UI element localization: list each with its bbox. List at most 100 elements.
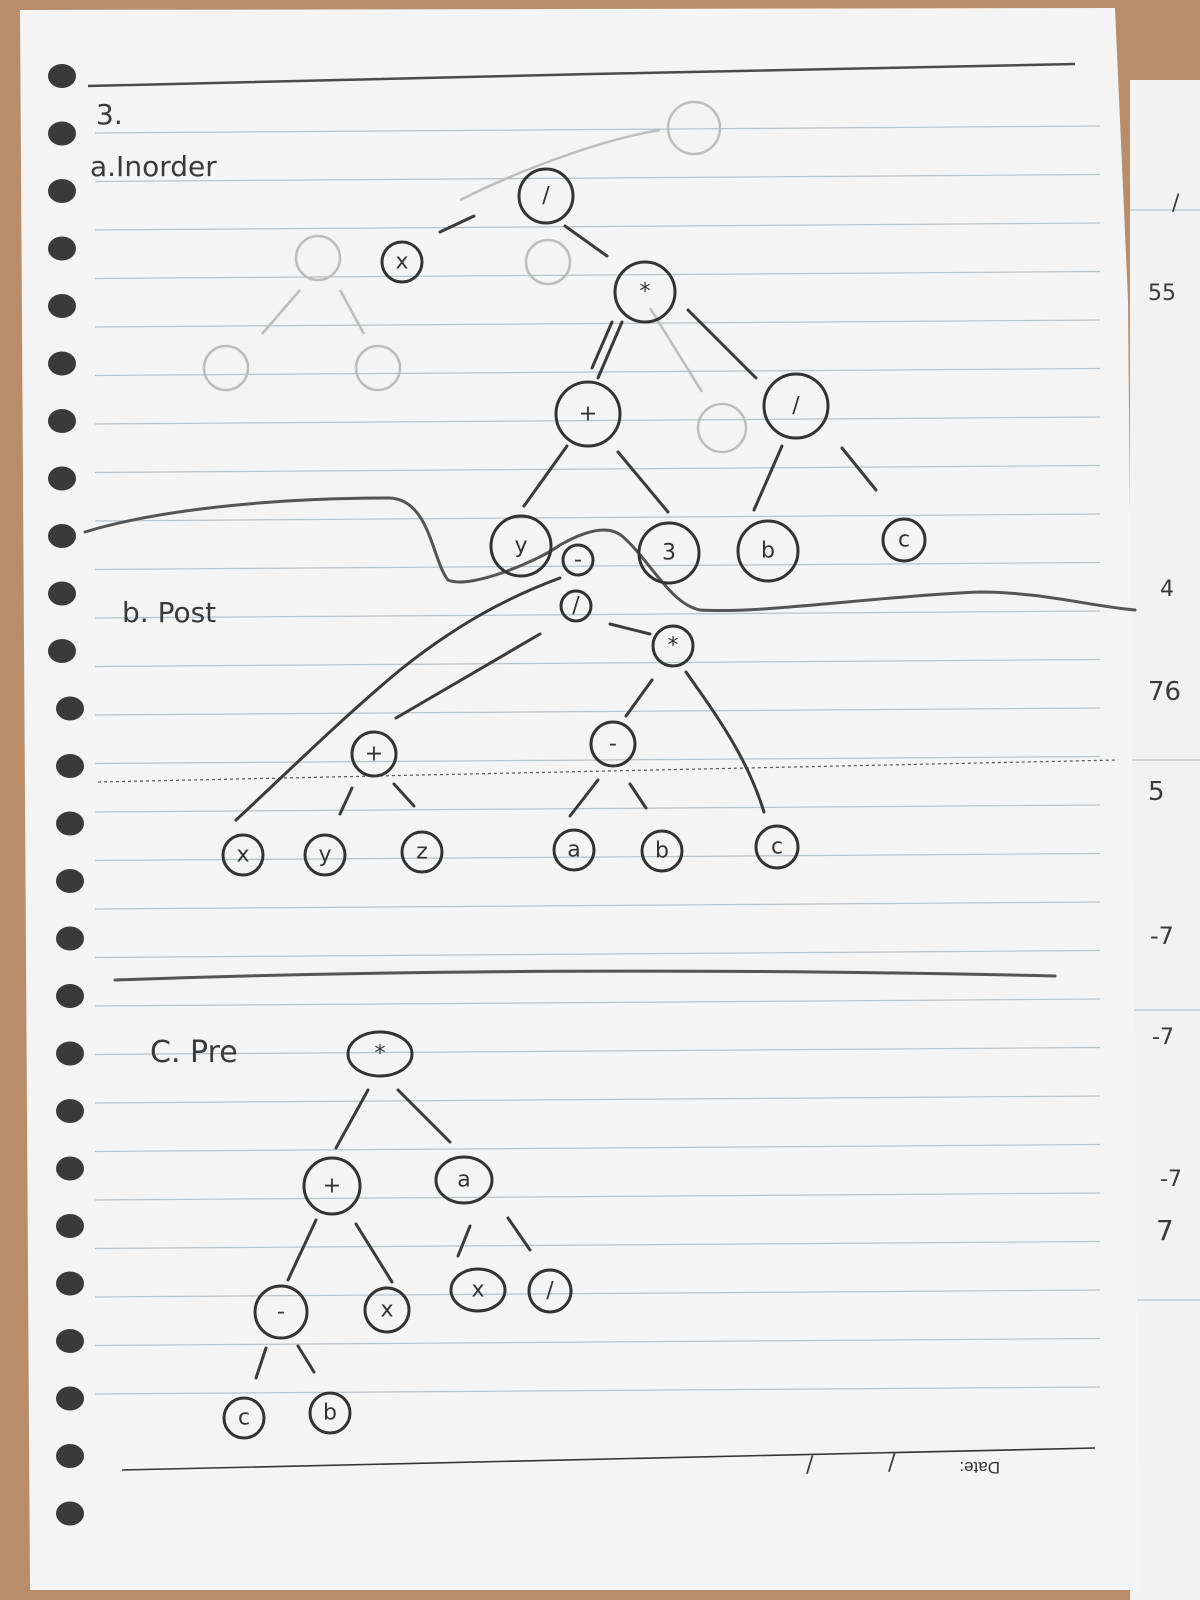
svg-text:c: c bbox=[771, 835, 783, 860]
binding-hole bbox=[56, 869, 84, 893]
svg-text:/: / bbox=[542, 184, 550, 209]
node-b: b bbox=[308, 1391, 352, 1435]
node-3: 3 bbox=[637, 521, 701, 585]
svg-text:x: x bbox=[471, 1278, 484, 1303]
node-b: b bbox=[640, 829, 684, 873]
binding-hole bbox=[56, 1099, 84, 1123]
margin-scribble: -7 bbox=[1160, 1167, 1182, 1192]
svg-text:y: y bbox=[514, 534, 527, 559]
tree-b: - / * + - x y z a b c bbox=[221, 543, 800, 877]
date-slash: / bbox=[806, 1453, 814, 1478]
footer-rule bbox=[121, 1447, 1096, 1471]
node-minus: - bbox=[253, 1284, 309, 1340]
node-a: a bbox=[552, 828, 596, 872]
binding-hole bbox=[48, 409, 76, 433]
svg-text:*: * bbox=[375, 1042, 386, 1067]
binding-hole bbox=[56, 1386, 84, 1411]
ruled-line bbox=[94, 464, 1101, 474]
svg-text:a: a bbox=[567, 838, 580, 863]
tree-a: / x * + / y 3 b c bbox=[380, 167, 927, 585]
svg-text:+: + bbox=[365, 742, 383, 767]
date-label: Date: bbox=[959, 1458, 1000, 1477]
binding-hole bbox=[48, 64, 76, 88]
ruled-line bbox=[94, 367, 1101, 377]
node-plus: + bbox=[554, 380, 622, 448]
binding-hole bbox=[56, 1271, 84, 1296]
svg-text:b: b bbox=[761, 539, 775, 564]
binding-hole bbox=[48, 581, 76, 606]
node-a: a bbox=[434, 1155, 494, 1205]
ruled-line bbox=[94, 416, 1101, 425]
binding-hole bbox=[56, 1501, 84, 1526]
margin-scribble: 4 bbox=[1160, 577, 1174, 602]
binding-hole bbox=[56, 696, 84, 721]
ruled-line bbox=[94, 1095, 1101, 1104]
svg-text:/: / bbox=[572, 594, 580, 619]
date-field: Date: bbox=[959, 1458, 1000, 1477]
section-divider-rule bbox=[113, 969, 1057, 982]
binding-hole bbox=[48, 524, 76, 548]
node-minus-top: - bbox=[561, 543, 595, 577]
svg-text:z: z bbox=[416, 840, 428, 865]
node-minus: - bbox=[589, 720, 637, 768]
ruled-lines bbox=[94, 125, 1101, 1395]
margin-scribble: / bbox=[1172, 191, 1180, 216]
ruled-line bbox=[94, 561, 1101, 571]
node-plus: + bbox=[350, 730, 398, 778]
svg-text:b: b bbox=[655, 839, 669, 864]
binding-hole bbox=[56, 984, 84, 1008]
node-slash: / bbox=[559, 589, 593, 623]
svg-text:y: y bbox=[318, 843, 331, 868]
ruled-line bbox=[94, 804, 1101, 813]
svg-text:-: - bbox=[609, 732, 617, 757]
binding-hole bbox=[56, 754, 84, 778]
ruled-line bbox=[94, 658, 1101, 668]
svg-text:*: * bbox=[640, 280, 651, 305]
margin-scribble: 76 bbox=[1148, 677, 1181, 707]
node-y: y bbox=[489, 514, 553, 578]
ruled-line bbox=[94, 173, 1101, 183]
node-x2: x bbox=[449, 1267, 507, 1313]
ruled-line bbox=[94, 319, 1101, 328]
node-plus: + bbox=[302, 1156, 362, 1216]
node-slash: / bbox=[527, 1268, 573, 1314]
binding-holes bbox=[48, 64, 84, 1526]
tree-c: * + a - x x / c b bbox=[222, 1030, 573, 1440]
node-div: / bbox=[762, 372, 830, 440]
node-z: z bbox=[400, 830, 444, 874]
binding-hole bbox=[56, 1329, 84, 1353]
section-c-heading: C. Pre bbox=[150, 1035, 238, 1070]
binding-hole bbox=[56, 811, 84, 836]
binding-hole bbox=[48, 121, 76, 146]
svg-text:3: 3 bbox=[662, 541, 676, 566]
margin-scribble: -7 bbox=[1150, 922, 1174, 950]
question-number: 3. bbox=[96, 98, 123, 131]
svg-text:-: - bbox=[574, 548, 582, 573]
binding-hole bbox=[56, 1156, 84, 1181]
node-x: x bbox=[221, 833, 265, 877]
ruled-line bbox=[94, 998, 1101, 1007]
svg-text:c: c bbox=[898, 528, 910, 553]
svg-text:c: c bbox=[238, 1406, 250, 1431]
binding-hole bbox=[56, 1444, 84, 1468]
ruled-line bbox=[94, 1192, 1101, 1201]
ruled-line bbox=[94, 949, 1101, 959]
section-b-heading: b. Post bbox=[122, 596, 216, 629]
ruled-line bbox=[94, 610, 1101, 619]
node-root-slash: / bbox=[517, 167, 575, 225]
svg-text:x: x bbox=[395, 250, 408, 275]
ruled-line bbox=[94, 222, 1101, 231]
svg-text:-: - bbox=[277, 1300, 285, 1325]
node-x: x bbox=[380, 240, 424, 284]
adjacent-page: / 55 4 76 5 -7 -7 -7 7 bbox=[1130, 80, 1200, 1600]
svg-text:/: / bbox=[546, 1279, 554, 1304]
ruled-line bbox=[94, 707, 1101, 716]
date-slash: / bbox=[888, 1451, 896, 1476]
ruled-line bbox=[94, 901, 1101, 910]
ruled-line bbox=[94, 125, 1101, 134]
node-mul: * bbox=[613, 260, 677, 324]
node-c: c bbox=[754, 824, 800, 870]
ruled-line bbox=[94, 270, 1101, 280]
svg-text:a: a bbox=[457, 1168, 470, 1193]
